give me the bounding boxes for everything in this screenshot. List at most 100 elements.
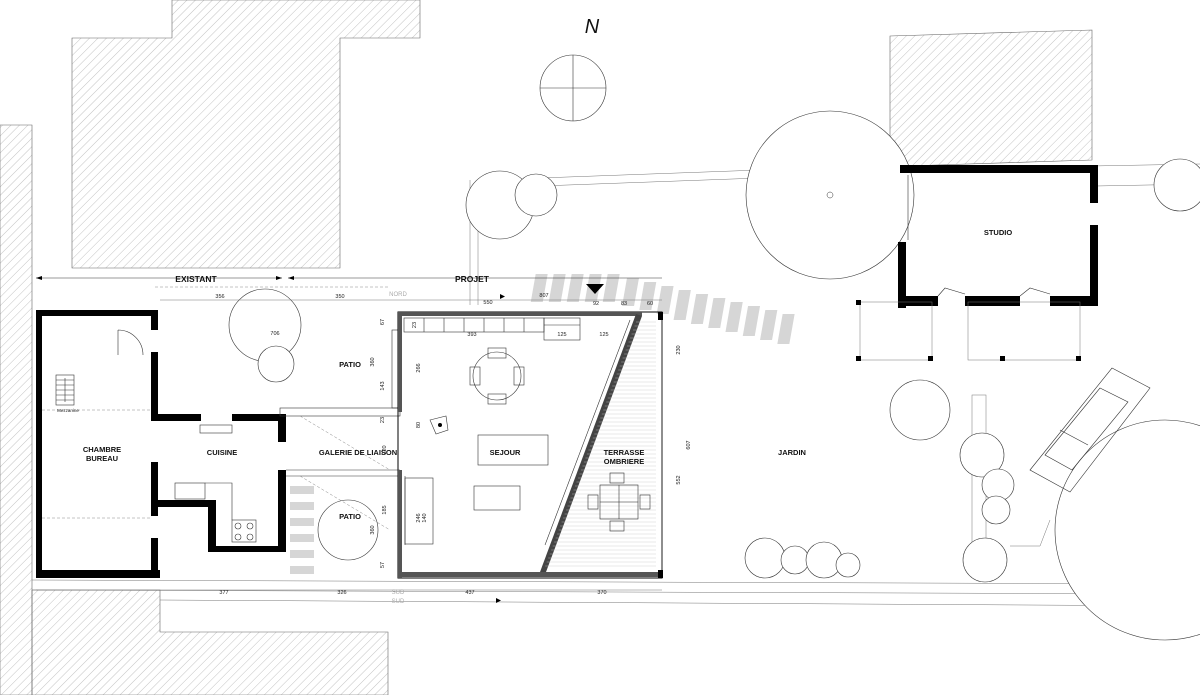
car [1029, 367, 1151, 493]
dim-v-23-a: 23 [412, 322, 418, 328]
neighbor-building-studio [889, 29, 1093, 169]
dim-437: 437 [465, 590, 474, 596]
dim-v-140: 140 [422, 513, 428, 522]
tree-large-north [745, 110, 915, 280]
room-label-mezzanine: Mezzanine [57, 408, 79, 413]
dim-393: 393 [467, 332, 476, 338]
stepping-path [290, 274, 795, 574]
stepping-stone [290, 550, 314, 558]
existing-house [36, 310, 286, 578]
tree-south-4 [835, 552, 861, 578]
room-label-studio: STUDIO [984, 228, 1013, 237]
dim-v-230: 230 [676, 345, 682, 354]
stepping-stone [708, 298, 726, 328]
dim-v-246: 246 [416, 513, 422, 522]
room-label-patio-north: PATIO [339, 360, 361, 369]
dim-v-67: 67 [380, 319, 386, 325]
stepping-stone [530, 274, 548, 302]
dim-125-b: 125 [599, 332, 608, 338]
terrace-decking [545, 321, 656, 567]
tree-south-1 [744, 537, 786, 579]
section-marker-north [586, 284, 604, 294]
orientation-north: NORD [389, 292, 407, 298]
site-boundaries [31, 163, 1200, 607]
stepping-stone [742, 306, 761, 336]
neighbor-building-southwest [31, 589, 389, 695]
section-marker-arrow-top [500, 294, 505, 299]
stepping-stone [290, 502, 314, 510]
tree-patio-south [317, 499, 379, 561]
dim-v-80: 80 [416, 422, 422, 428]
dim-356: 356 [215, 294, 224, 300]
dim-v-552: 552 [676, 475, 682, 484]
tree-garden-2 [959, 432, 1005, 478]
neighbor-building-west [0, 124, 33, 695]
stepping-stone [290, 518, 314, 526]
tree-garden-4 [981, 495, 1011, 525]
stepping-stone [290, 566, 314, 574]
room-label-terrasse: TERRASSE [604, 448, 645, 457]
stepping-stone [673, 290, 691, 320]
dim-v-143: 143 [380, 381, 386, 390]
neighbor-buildings [0, 0, 1093, 695]
dim-377: 377 [219, 590, 228, 596]
trees [228, 54, 1200, 641]
stepping-stone [760, 310, 778, 340]
stepping-stone [725, 302, 743, 332]
stepping-stone [622, 278, 639, 306]
dim-350: 350 [335, 294, 344, 300]
stairs [55, 374, 75, 406]
orientation-south-1: SUD [392, 590, 405, 596]
header-project: PROJET [455, 274, 490, 284]
stepping-stone [690, 294, 709, 324]
stepping-stone [548, 274, 566, 302]
dim-v-185: 185 [382, 505, 388, 514]
tree-south-3 [805, 541, 843, 579]
section-marker-arrow-bottom [496, 598, 501, 603]
stepping-stone [656, 286, 674, 314]
tree-east [1153, 158, 1200, 212]
header-lines [36, 276, 662, 591]
dim-83: 83 [621, 301, 627, 307]
dim-v-607: 607 [686, 440, 692, 449]
stepping-stone [777, 314, 795, 344]
dim-92: 92 [593, 301, 599, 307]
dim-v-23-b: 23 [380, 417, 386, 423]
room-label-bureau: BUREAU [86, 454, 118, 463]
tree-large-southeast [1054, 419, 1200, 641]
dim-550: 550 [483, 300, 492, 306]
orientation-south-2: SUD [392, 599, 405, 605]
dim-60: 60 [647, 301, 653, 307]
tree-nw-2 [514, 173, 558, 217]
dim-807: 807 [539, 293, 548, 299]
stepping-stone [290, 486, 314, 494]
tree-south-2 [780, 545, 810, 575]
room-label-ombriere: OMBRIERE [604, 457, 644, 466]
dim-v-220: 220 [382, 445, 388, 454]
dim-v-360-b: 360 [370, 525, 376, 534]
stepping-stone [290, 534, 314, 542]
tree-garden-5 [962, 537, 1008, 583]
stepping-stone [639, 282, 657, 310]
room-label-jardin: JARDIN [778, 448, 806, 457]
north-label: N [585, 16, 600, 38]
room-label-patio-south: PATIO [339, 512, 361, 521]
room-label-chambre: CHAMBRE [83, 445, 121, 454]
dim-125-a: 125 [557, 332, 566, 338]
project-building [397, 311, 663, 579]
room-label-cuisine: CUISINE [207, 448, 237, 457]
dim-v-266: 266 [416, 363, 422, 372]
dim-v-57: 57 [380, 562, 386, 568]
dim-v-360-a: 360 [370, 357, 376, 366]
dim-326: 326 [337, 590, 346, 596]
gallery [279, 329, 434, 545]
dim-706: 706 [270, 331, 279, 337]
stepping-stone [566, 274, 584, 302]
header-existing: EXISTANT [175, 274, 217, 284]
studio-building [856, 165, 1098, 361]
neighbor-building-north [71, 0, 421, 269]
room-label-sejour: SEJOUR [490, 448, 521, 457]
room-label-galerie: GALERIE DE LIAISON [319, 448, 397, 457]
tree-patio-2 [257, 345, 295, 383]
